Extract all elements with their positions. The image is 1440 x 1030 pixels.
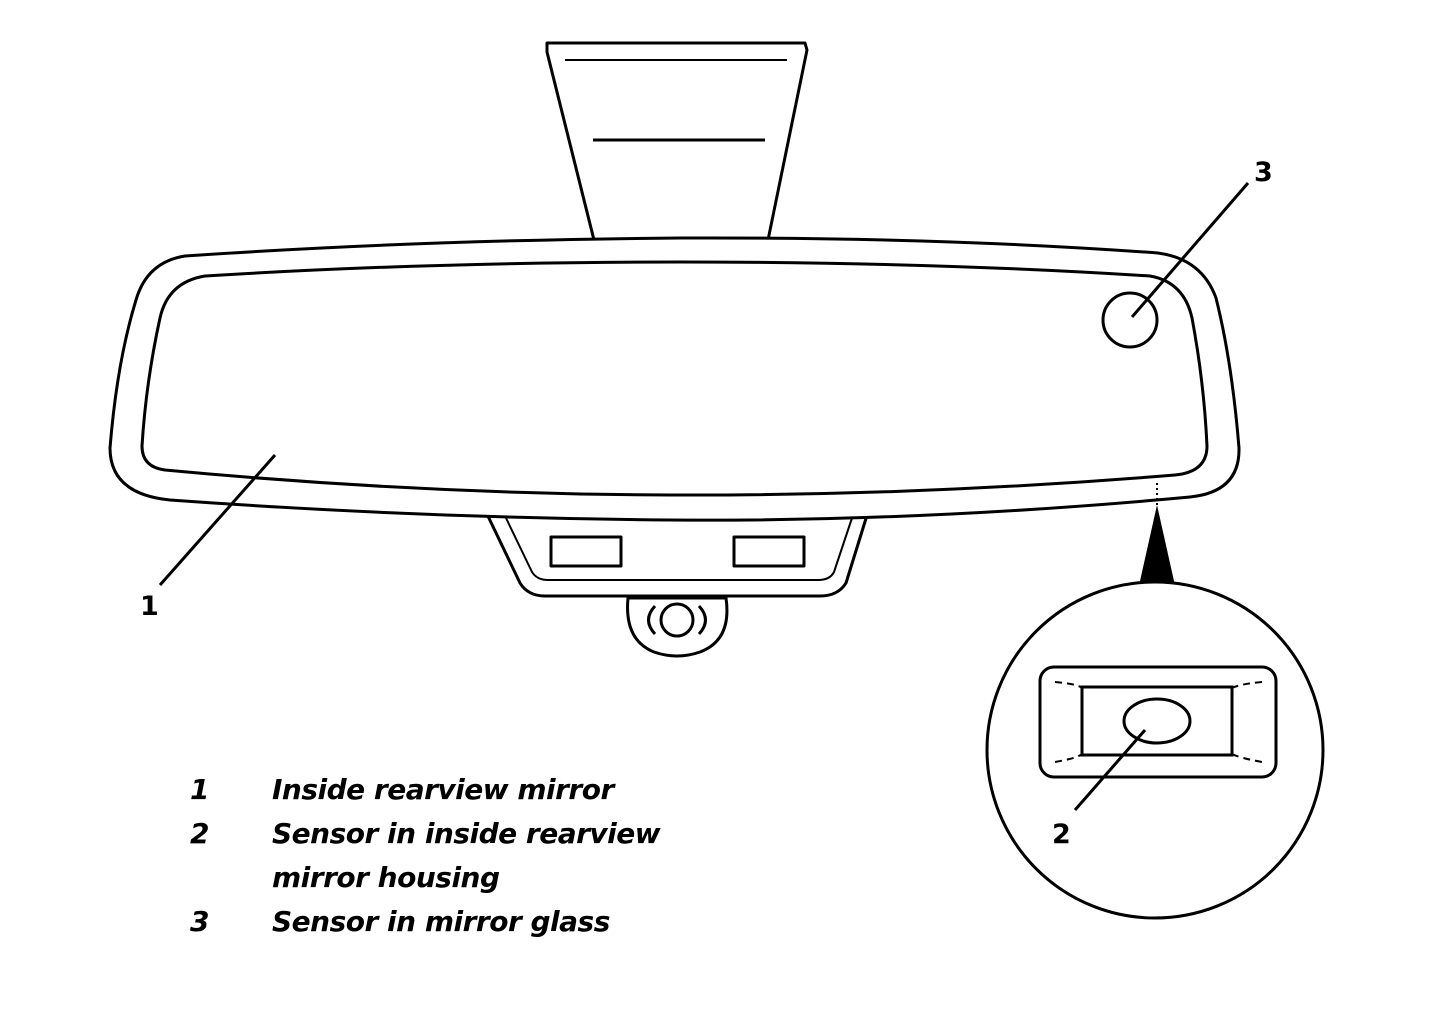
legend-text: Sensor in mirror glass <box>272 905 610 938</box>
legend-number: 3 <box>190 905 209 938</box>
mirror-glass <box>140 260 1209 497</box>
housing-window-left <box>549 535 623 568</box>
windshield-mount <box>545 41 809 242</box>
button-module <box>626 596 729 658</box>
glass-sensor <box>1101 291 1159 349</box>
legend-number: 1 <box>190 773 209 806</box>
detail-magnifier <box>985 580 1325 920</box>
legend: 1 Inside rearview mirror 2 Sensor in ins… <box>190 768 830 944</box>
magnifier-pointer <box>1138 483 1176 590</box>
lower-housing <box>484 510 870 598</box>
housing-sensor <box>1122 697 1192 745</box>
legend-number: 2 <box>190 817 209 850</box>
legend-item: 1 Inside rearview mirror <box>190 768 830 812</box>
housing-window-right <box>732 535 806 568</box>
leader-1 <box>158 454 277 586</box>
legend-text: Inside rearview mirror <box>272 773 614 806</box>
callout-3: 3 <box>1254 157 1273 188</box>
callout-2: 2 <box>1052 819 1071 850</box>
legend-item: 3 Sensor in mirror glass <box>190 900 830 944</box>
callout-1: 1 <box>140 591 159 622</box>
leader-3 <box>1130 182 1250 318</box>
leader-2 <box>1073 729 1147 811</box>
legend-item: 2 Sensor in inside rearview mirror housi… <box>190 812 830 900</box>
legend-text: Sensor in inside rearview mirror housing <box>272 817 661 894</box>
leader-lines <box>158 182 1250 811</box>
